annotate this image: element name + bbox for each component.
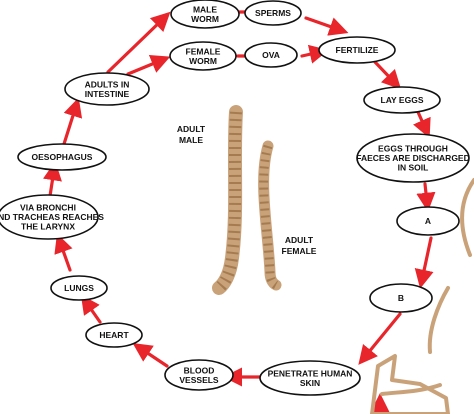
node-ova: OVA xyxy=(244,42,298,68)
node-ellipse xyxy=(396,206,460,236)
node-ellipse xyxy=(17,143,107,171)
arrow-a-to-b xyxy=(414,236,434,289)
node-ellipse xyxy=(356,133,470,183)
caption-line: FEMALE xyxy=(282,246,317,256)
node-label-line: OESOPHAGUS xyxy=(32,152,93,162)
larva-on-skin xyxy=(380,383,442,396)
node-stage-a: A xyxy=(396,206,460,236)
flow-arrows xyxy=(42,2,436,414)
arrow-heart-to-lungs xyxy=(80,294,102,324)
node-ellipse xyxy=(244,0,302,26)
node-heart: HEART xyxy=(85,322,143,348)
node-sperms: SPERMS xyxy=(244,0,302,26)
node-label-line: SKIN xyxy=(300,378,320,388)
node-ellipse xyxy=(259,360,361,396)
node-ellipse xyxy=(170,0,240,29)
node-label-line: FERTILIZE xyxy=(336,45,379,55)
arrow-eggsfaeces-to-a xyxy=(416,182,436,212)
node-stage-b: B xyxy=(369,283,433,313)
node-lungs: LUNGS xyxy=(50,275,108,301)
node-oesophagus: OESOPHAGUS xyxy=(17,143,107,171)
node-label-line: MALE xyxy=(193,4,217,14)
node-label-line: EGGS THROUGH xyxy=(378,144,448,154)
node-label-line: WORM xyxy=(191,14,219,24)
node-label-line: VIA BRONCHI xyxy=(20,203,76,213)
node-label-line: AND TRACHEAS REACHES xyxy=(0,212,104,222)
node-fertilize: FERTILIZE xyxy=(318,36,396,64)
node-label-line: INTESTINE xyxy=(85,89,130,99)
node-label-line: ADULTS IN xyxy=(85,79,130,89)
node-label-line: IN SOIL xyxy=(398,163,429,173)
arrow-ova-to-fertilize xyxy=(300,44,329,64)
larva-near-b xyxy=(427,286,450,354)
node-label-line: LAY EGGS xyxy=(381,95,424,105)
adult-male-worm-illustration-stripes xyxy=(214,111,242,293)
arrow-larynx-to-oesophagus xyxy=(42,161,62,198)
node-ellipse xyxy=(169,41,237,71)
node-ellipse xyxy=(64,72,150,106)
node-ellipse xyxy=(0,194,99,240)
node-label-line: LUNGS xyxy=(64,283,94,293)
node-label-line: WORM xyxy=(189,56,217,66)
node-label-line: VESSELS xyxy=(179,375,219,385)
node-ellipse xyxy=(85,322,143,348)
larva-right-edge xyxy=(460,178,474,257)
skin-foot-shape xyxy=(370,354,450,414)
arrow-b-to-penetrate xyxy=(358,312,402,365)
worm-illustrations xyxy=(212,105,474,414)
node-ellipse xyxy=(164,359,234,391)
node-label-line: HEART xyxy=(99,330,129,340)
arrow-fertilize-to-layeggs xyxy=(373,60,402,90)
node-label-line: A xyxy=(425,216,431,226)
caption-line: MALE xyxy=(179,135,203,145)
arrow-oesophagus-to-intestine xyxy=(62,97,83,146)
node-ellipse xyxy=(318,36,396,64)
arrow-sperms-to-fertilize xyxy=(304,16,349,36)
node-label-line: BLOOD xyxy=(184,365,215,375)
node-label-line: FAECES ARE DISCHARGED xyxy=(356,153,470,163)
node-ellipse xyxy=(244,42,298,68)
arrow-layeggs-to-eggsfaeces xyxy=(413,110,431,139)
node-ellipse xyxy=(363,86,441,114)
node-lay-eggs: LAY EGGS xyxy=(363,86,441,114)
node-ellipse xyxy=(50,275,108,301)
arrow-blood-to-heart xyxy=(132,343,169,368)
adult-male-worm-illustration xyxy=(212,105,243,295)
node-label-line: OVA xyxy=(262,50,280,60)
node-label-line: SPERMS xyxy=(255,8,291,18)
caption-line: ADULT xyxy=(285,235,314,245)
caption-line: ADULT xyxy=(177,124,206,134)
arrow-intestine-to-male xyxy=(106,11,171,74)
arrow-lungs-to-larynx xyxy=(54,233,73,272)
adult-female-worm-illustration-stripes xyxy=(259,144,279,290)
node-ellipse xyxy=(369,283,433,313)
node-label-line: FEMALE xyxy=(186,46,221,56)
node-label-line: THE LARYNX xyxy=(21,222,75,232)
node-label-line: PENETRATE HUMAN xyxy=(268,368,353,378)
node-label-line: B xyxy=(398,293,404,303)
arrow-intestine-to-female xyxy=(126,55,171,76)
